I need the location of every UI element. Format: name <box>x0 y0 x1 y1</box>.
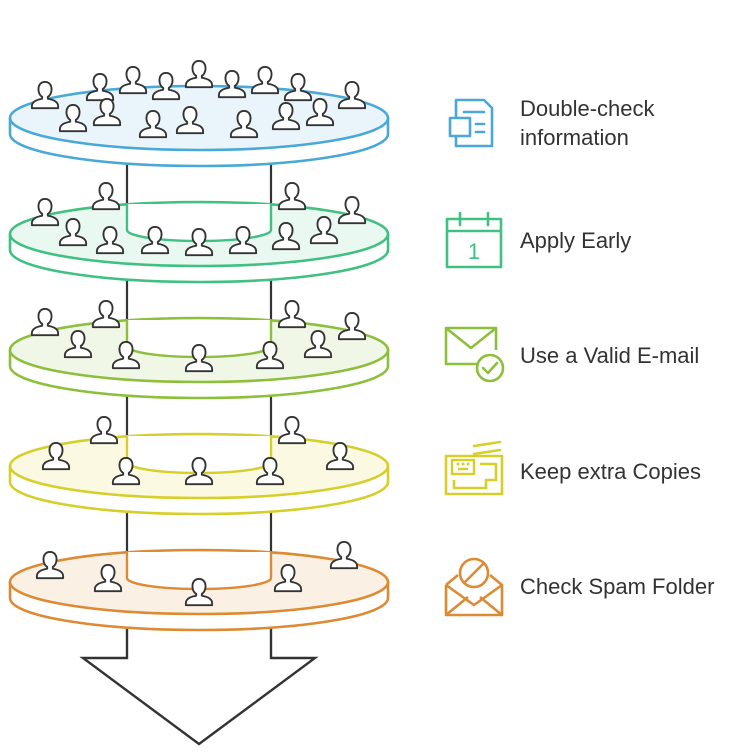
arrow-head <box>79 600 319 746</box>
level-disk-1 <box>8 59 390 168</box>
level-disk-3 <box>8 299 390 400</box>
tip-label: Keep extra Copies <box>520 458 701 484</box>
spam-mail-icon <box>444 557 504 617</box>
filter-levels <box>8 59 390 632</box>
calendar-icon: 1 <box>445 211 503 269</box>
calendar-number: 1 <box>468 239 480 264</box>
tip-label: Check Spam Folder <box>520 573 715 599</box>
level-disk-4 <box>8 415 390 516</box>
tip-label: Double-check information <box>520 96 655 150</box>
tip-valid-email: Use a Valid E-mail <box>440 320 699 390</box>
tip-extra-copies: Keep extra Copies <box>440 436 701 506</box>
printer-icon <box>444 440 504 496</box>
tip-spam-folder: Check Spam Folder <box>440 551 714 621</box>
level-disk-5 <box>8 540 390 632</box>
tip-label: Apply Early <box>520 227 632 253</box>
tip-double-check: Double-check information <box>440 88 735 158</box>
document-icon <box>448 98 494 148</box>
level-disk-2 <box>8 181 390 284</box>
email-check-icon <box>444 326 505 383</box>
tip-apply-early: 1 Apply Early <box>440 205 631 275</box>
down-arrow <box>79 600 319 746</box>
tip-label: Use a Valid E-mail <box>520 342 700 368</box>
